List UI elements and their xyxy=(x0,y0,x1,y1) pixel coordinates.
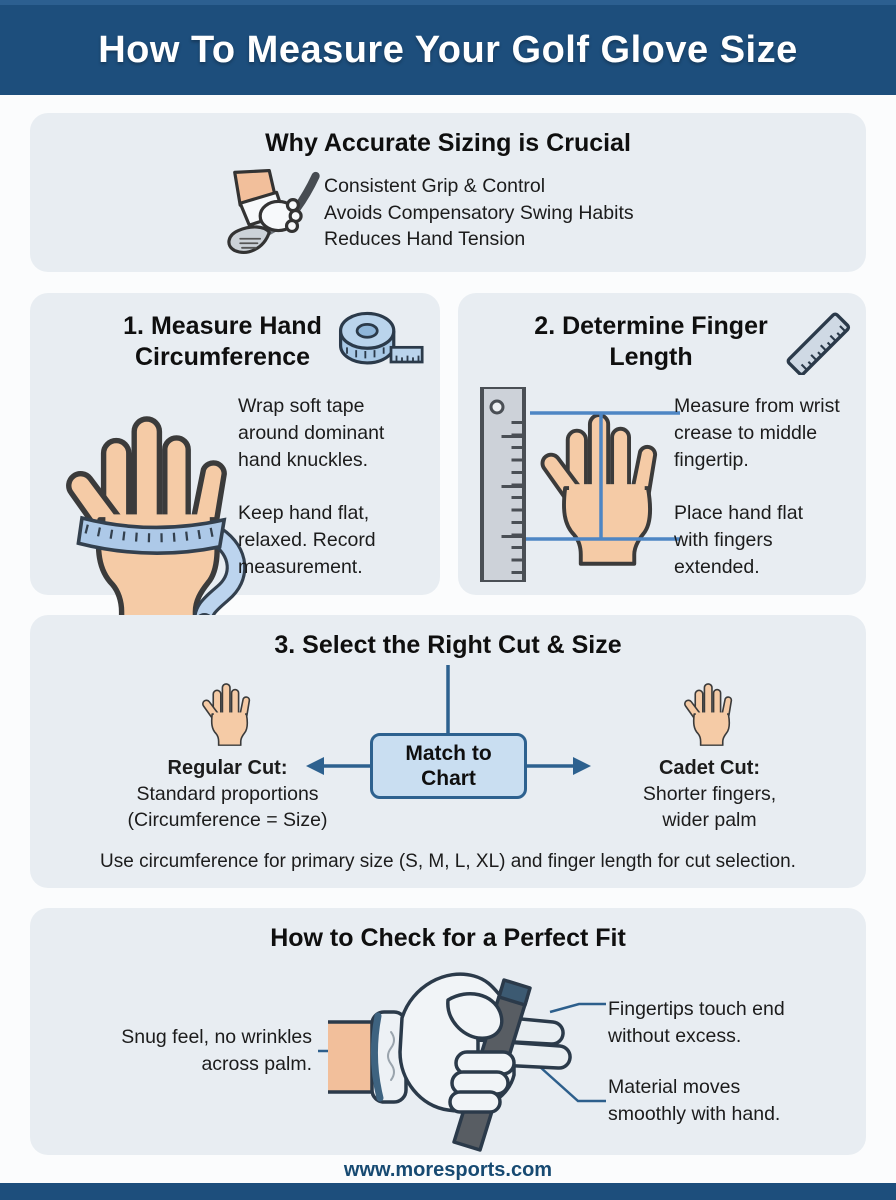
glove-holding-grip-illustration xyxy=(328,972,572,1152)
regular-cut-hand-icon xyxy=(196,673,258,746)
cadet-cut-line2: wider palm xyxy=(662,809,757,831)
why-point: Avoids Compensatory Swing Habits xyxy=(324,201,634,224)
fit-label-snug: Snug feel, no wrinkles across palm. xyxy=(121,1026,312,1075)
step2-text: Measure from wrist crease to middle fing… xyxy=(674,393,842,607)
cadet-cut-heading: Cadet Cut: xyxy=(658,757,761,779)
fit-label-material: Material moves smoothly with hand. xyxy=(608,1076,781,1125)
why-section-title: Why Accurate Sizing is Crucial xyxy=(265,129,631,157)
step1-para2: Keep hand flat, relaxed. Record measurem… xyxy=(238,502,376,578)
step2-card: 2. Determine Finger Length Measure from … xyxy=(458,293,866,595)
step1-text: Wrap soft tape around dominant hand knuc… xyxy=(238,393,423,607)
fit-section-title: How to Check for a Perfect Fit xyxy=(270,924,626,952)
why-point: Consistent Grip & Control xyxy=(324,175,546,197)
footer-bar xyxy=(0,1183,896,1200)
regular-cut-block: Regular Cut: Standard proportions (Circu… xyxy=(85,755,370,833)
fit-label-fingertips: Fingertips touch end without excess. xyxy=(608,998,785,1047)
cadet-cut-hand-icon xyxy=(678,673,740,746)
golf-grip-icon xyxy=(227,169,320,254)
fit-check-section: How to Check for a Perfect Fit Snug feel… xyxy=(30,908,866,1155)
regular-cut-heading: Regular Cut: xyxy=(167,757,288,779)
step2-para2: Place hand flat with fingers extended. xyxy=(674,502,804,578)
ruler-and-hand-illustration xyxy=(480,387,680,582)
header-banner: How To Measure Your Golf Glove Size xyxy=(0,0,896,95)
flow-connector-lines xyxy=(306,665,591,775)
step3-section: 3. Select the Right Cut & Size Match to … xyxy=(30,615,866,888)
ruler-icon xyxy=(786,312,851,375)
website-url: www.moresports.com xyxy=(343,1159,553,1181)
cadet-cut-line1: Shorter fingers, xyxy=(642,783,777,805)
regular-cut-line2: (Circumference = Size) xyxy=(127,809,328,831)
step2-para1: Measure from wrist crease to middle fing… xyxy=(674,395,840,471)
match-to-chart-box: Match to Chart xyxy=(370,733,527,799)
match-box-label: Match to Chart xyxy=(405,742,492,790)
regular-cut-line1: Standard proportions xyxy=(136,783,319,805)
step1-card: 1. Measure Hand Circumference Wrap soft … xyxy=(30,293,440,635)
step1-para1: Wrap soft tape around dominant hand knuc… xyxy=(238,395,385,471)
page-title: How To Measure Your Golf Glove Size xyxy=(98,28,798,71)
why-point: Reduces Hand Tension xyxy=(324,228,526,250)
why-points-list: Consistent Grip & Control Avoids Compens… xyxy=(324,173,634,253)
step2-title: 2. Determine Finger Length xyxy=(534,312,768,371)
hand-with-tape-illustration xyxy=(46,383,247,635)
tape-measure-icon xyxy=(338,311,424,365)
step3-note: Use circumference for primary size (S, M… xyxy=(100,851,796,872)
step3-title: 3. Select the Right Cut & Size xyxy=(274,631,622,659)
step1-title: 1. Measure Hand Circumference xyxy=(123,312,322,371)
cadet-cut-block: Cadet Cut: Shorter fingers, wider palm xyxy=(572,755,847,833)
why-sizing-section: Why Accurate Sizing is Crucial Consisten… xyxy=(30,113,866,272)
